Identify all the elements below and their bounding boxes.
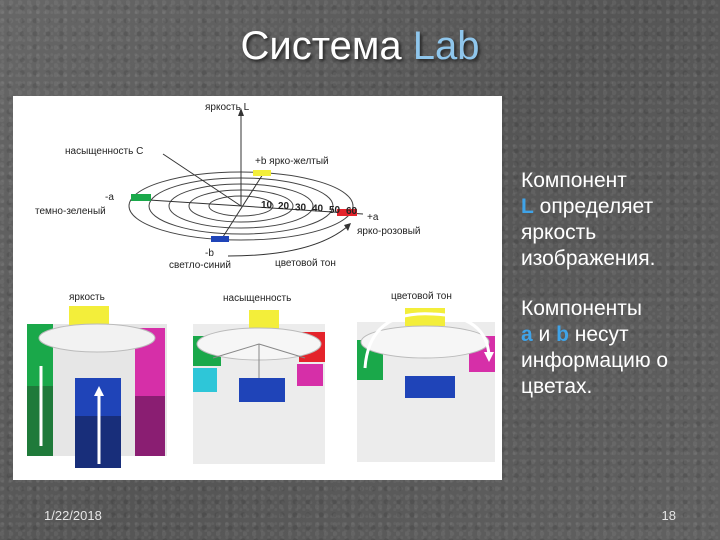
label-bottom-brightness: яркость <box>69 292 105 303</box>
p1-prefix: Компонент <box>521 169 627 192</box>
label-hue: цветовой тон <box>275 258 336 269</box>
p2-prefix: Компоненты <box>521 297 642 320</box>
yellow-patch <box>253 170 271 176</box>
ring-scale: 10 20 30 40 50 60 <box>261 200 358 217</box>
title-main: Система <box>240 24 402 68</box>
cylinder-hue <box>357 308 495 462</box>
hue-arc-arrow <box>344 223 351 231</box>
label-bottom-hue: цветовой тон <box>391 291 452 302</box>
ring-scale-label: 60 <box>346 206 358 217</box>
label-plus-b: +b ярко-желтый <box>255 156 329 167</box>
label-axis-l: яркость L <box>205 102 250 113</box>
ring-scale-label: 50 <box>329 205 341 216</box>
green-patch <box>131 194 151 201</box>
footer-date: 1/22/2018 <box>44 508 102 523</box>
blue-patch <box>211 236 229 242</box>
footer-page-number: 18 <box>661 508 676 523</box>
label-bottom-saturation: насыщенность <box>223 293 291 304</box>
text-panel: Компонент L определяет яркость изображен… <box>521 168 711 424</box>
cylinder-saturation <box>193 310 325 464</box>
cylinder-brightness <box>27 306 167 468</box>
label-saturation: насыщенность C <box>65 146 143 157</box>
title-accent: Lab <box>412 24 480 68</box>
letter-b: b <box>556 323 569 346</box>
letter-l: L <box>521 195 534 218</box>
ring-scale-label: 10 <box>261 200 273 211</box>
a-axis-line <box>148 199 364 215</box>
ring-scale-label: 20 <box>278 201 290 212</box>
ring-scale-label: 30 <box>295 202 307 213</box>
l-axis-arrow <box>238 108 244 116</box>
lab-diagram-svg: яркость L насыщенность C +b ярко-желтый … <box>27 102 495 468</box>
saturation-line <box>162 153 242 207</box>
slide-title: Система Lab <box>0 24 720 69</box>
label-minus-b: -b <box>205 248 214 259</box>
p2-and: и <box>538 323 551 346</box>
red-patch <box>337 209 357 216</box>
letter-a: a <box>521 323 533 346</box>
ring-scale-label: 40 <box>312 204 324 215</box>
label-minus-a: -a <box>105 192 114 203</box>
label-bright-pink: ярко-розовый <box>357 226 421 237</box>
b-axis-line <box>220 173 264 241</box>
p2-rest: несут информацию о цветах. <box>521 323 669 398</box>
lab-color-space-figure: яркость L насыщенность C +b ярко-желтый … <box>13 96 502 480</box>
label-light-blue: светло-синий <box>169 260 231 271</box>
paragraph-l-component: Компонент L определяет яркость изображен… <box>521 168 711 272</box>
hue-arc <box>227 225 349 257</box>
paragraph-ab-components: Компоненты a и b несут информацию о цвет… <box>521 296 711 400</box>
label-dark-green: темно-зеленый <box>35 206 106 217</box>
label-plus-a: +a <box>367 212 379 223</box>
p1-rest: определяет яркость изображения. <box>521 195 656 270</box>
